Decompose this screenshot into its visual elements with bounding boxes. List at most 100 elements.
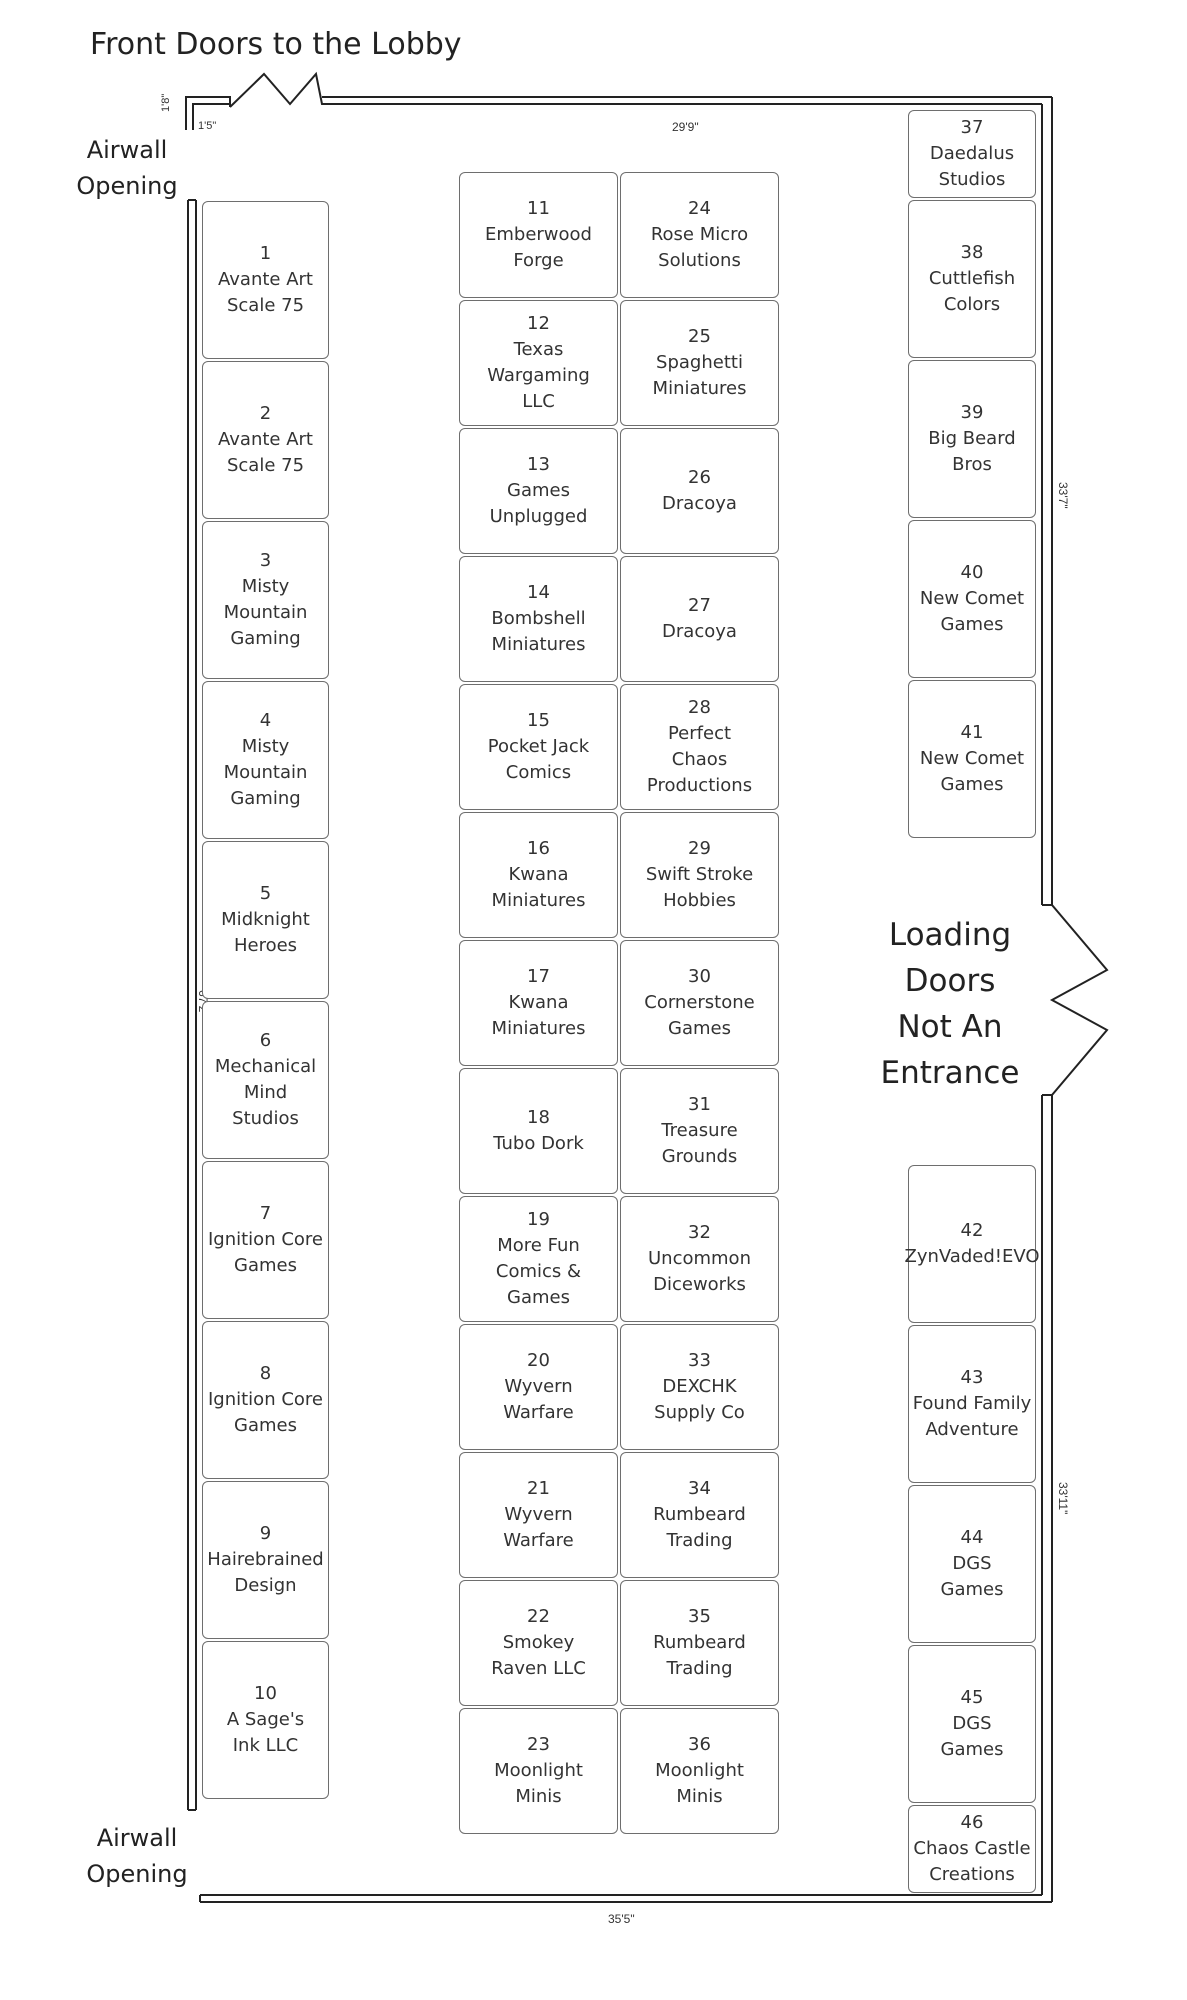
- booth-vendor-name: More Fun: [497, 1235, 580, 1256]
- booth-number: 38: [960, 242, 984, 263]
- booth-vendor-name: Rumbeard: [653, 1632, 746, 1653]
- booth-number: 46: [960, 1812, 984, 1833]
- booth-vendor-name: Miniatures: [491, 890, 586, 911]
- booth-vendor-name: Wargaming: [487, 365, 590, 386]
- booth-number: 7: [259, 1203, 272, 1224]
- booth-vendor-name: Warfare: [503, 1530, 574, 1551]
- dimension-top-left-small: 1'8": [160, 93, 172, 112]
- booth-vendor-name: Games: [507, 1287, 570, 1308]
- booth-vendor-name: Solutions: [658, 250, 741, 271]
- booth-vendor-name: Daedalus: [929, 143, 1015, 164]
- booth-vendor-name: Uncommon: [648, 1248, 751, 1269]
- booth-number: 34: [688, 1478, 711, 1499]
- booth-vendor-name: Cuttlefish: [928, 268, 1016, 289]
- booth-number: 45: [960, 1687, 984, 1708]
- booth-vendor-name: Studios: [938, 169, 1006, 190]
- booth-vendor-name: Adventure: [925, 1419, 1019, 1440]
- booth-vendor-name: Supply Co: [654, 1402, 745, 1423]
- dimension-bottom-wall: 35'5": [608, 1912, 635, 1926]
- booth-number: 18: [527, 1107, 550, 1128]
- booth-number: 4: [259, 710, 272, 731]
- dimension-top-left-gap: 1'5": [198, 120, 217, 132]
- airwall-opening-top-label: Airwall Opening: [76, 136, 178, 200]
- booth-number: 10: [254, 1683, 277, 1704]
- booth-vendor-name: Rose Micro: [650, 224, 749, 245]
- booth-number: 12: [527, 313, 550, 334]
- booth-number: 17: [527, 966, 550, 987]
- booth-number: 13: [527, 454, 550, 475]
- booth-vendor-name: Games: [234, 1415, 297, 1436]
- booth-vendor-name: Scale 75: [226, 295, 305, 316]
- booth-vendor-name: Gaming: [230, 788, 301, 809]
- booth-number: 43: [960, 1367, 984, 1388]
- booth-number: 9: [259, 1523, 272, 1544]
- booth-vendor-name: Big Beard: [928, 428, 1016, 449]
- booth-vendor-name: Colors: [943, 294, 1001, 315]
- booth-vendor-name: Moonlight: [494, 1760, 583, 1781]
- booth-vendor-name: Ink LLC: [232, 1735, 299, 1756]
- booth-vendor-name: Spaghetti: [656, 352, 743, 373]
- booth-vendor-name: Avante Art: [218, 269, 313, 290]
- booth-vendor-name: Bros: [952, 454, 992, 475]
- booth-vendor-name: Smokey: [502, 1632, 575, 1653]
- booth-vendor-name: Warfare: [503, 1402, 574, 1423]
- booth-vendor-name: Games: [940, 1579, 1004, 1600]
- booth-vendor-name: Comics &: [495, 1261, 582, 1282]
- booth-number: 23: [527, 1734, 550, 1755]
- booth-vendor-name: Trading: [666, 1530, 733, 1551]
- booth-number: 14: [527, 582, 550, 603]
- booth-vendor-name: Pocket Jack: [487, 736, 590, 757]
- booth-vendor-name: Mind: [243, 1082, 288, 1103]
- booth-number: 8: [259, 1363, 272, 1384]
- booth-vendor-name: Moonlight: [655, 1760, 744, 1781]
- booth-vendor-name: New Comet: [919, 748, 1025, 769]
